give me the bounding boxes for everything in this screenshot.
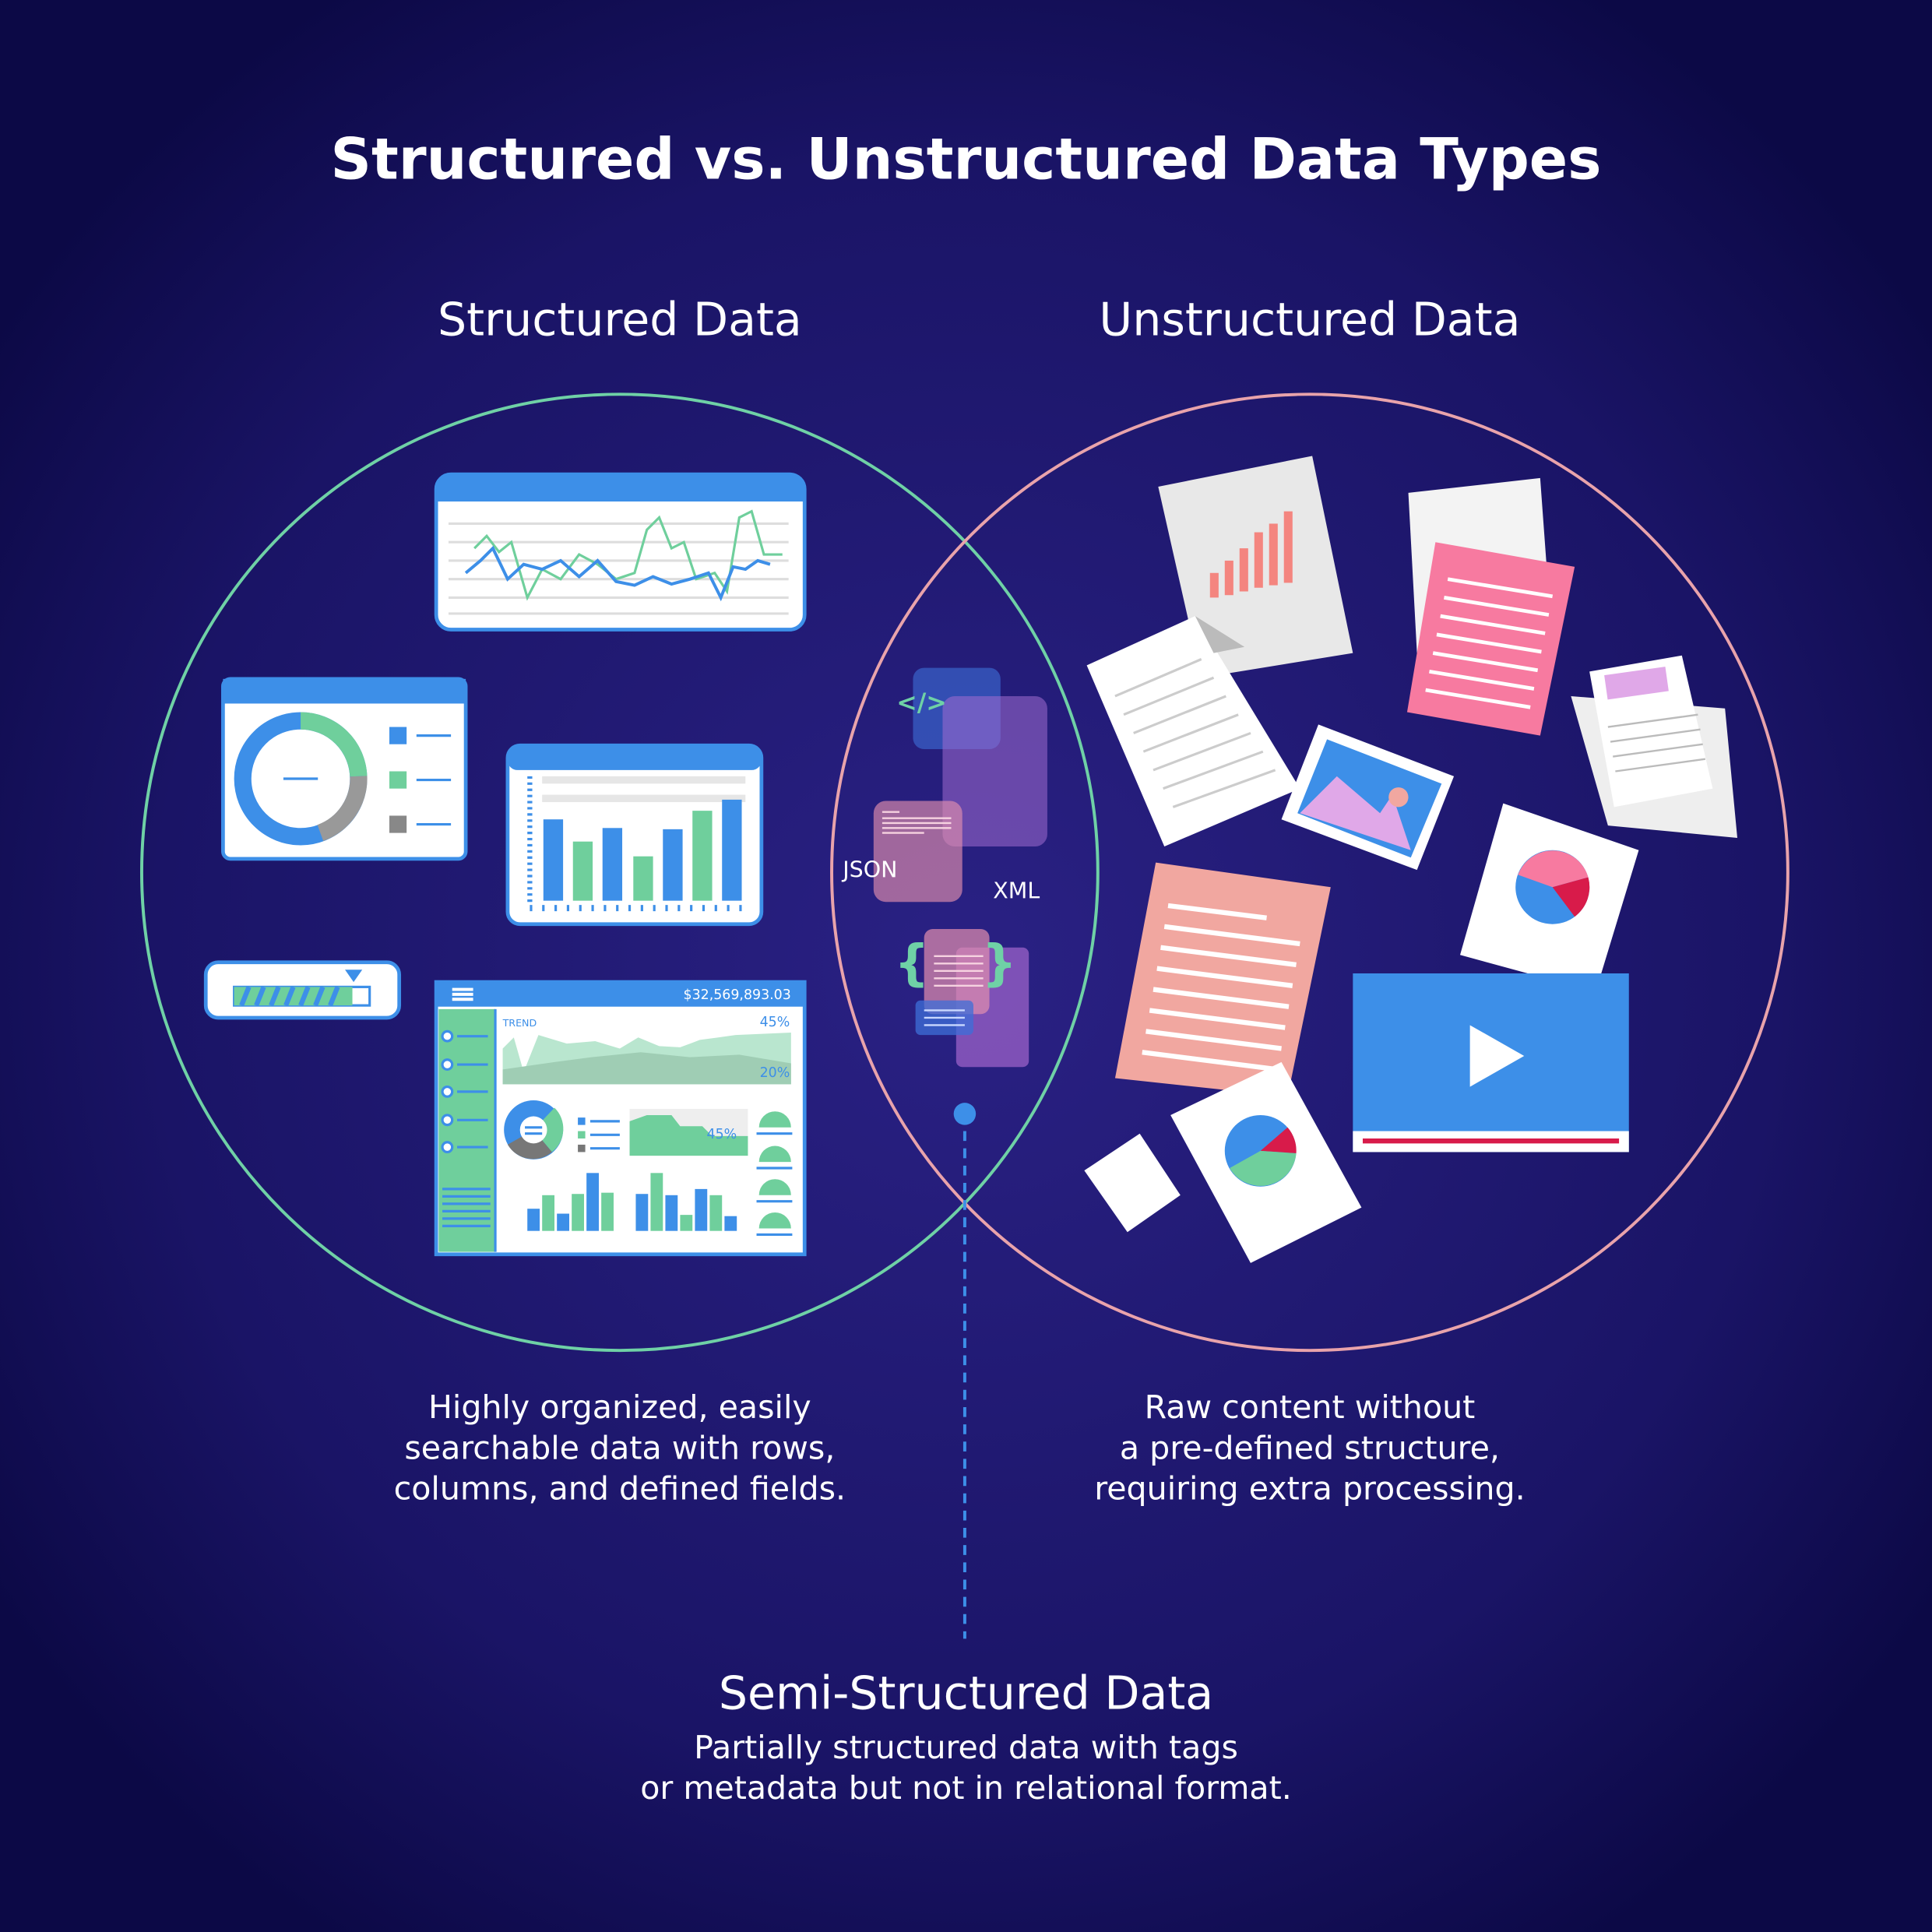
semi-structured-heading: Semi-Structured Data (719, 1667, 1213, 1720)
semi-caption-line: or metadata but not in relational format… (640, 1769, 1292, 1807)
caption-line: Highly organized, easily (428, 1388, 811, 1426)
structured-heading: Structured Data (438, 293, 802, 346)
gauges (758, 1111, 791, 1229)
caption-line: columns, and defined fields. (394, 1470, 846, 1508)
right-brace-icon: } (982, 934, 1017, 991)
line-chart-window-icon (434, 472, 807, 632)
code-tag-icon: </> (896, 689, 947, 717)
caption-line: requiring extra processing. (1094, 1470, 1525, 1508)
dashboard-trend-high: 45% (760, 1015, 790, 1030)
unstructured-circle (830, 392, 1789, 1353)
unstructured-heading: Unstructured Data (1099, 293, 1520, 346)
salmon-document-icon (1114, 862, 1331, 1097)
dashboard-icon: $32,569,893.03 TREND 45% 20% 45% (434, 980, 807, 1257)
dashboard-trend-label: TREND (502, 1017, 537, 1029)
play-icon (1469, 1025, 1525, 1087)
page-title: Structured vs. Unstructured Data Types (331, 126, 1602, 192)
json-label: JSON (841, 857, 897, 883)
video-player-icon (1353, 973, 1629, 1153)
xml-label: XML (993, 878, 1040, 903)
dashboard-trend-low: 20% (760, 1065, 790, 1081)
dashboard-area-pct: 45% (707, 1127, 737, 1142)
left-brace-icon: { (894, 934, 929, 991)
connector-dot (953, 1103, 977, 1125)
small-document-icon (1084, 1133, 1181, 1233)
donut-chart-window-icon (221, 677, 468, 861)
caption-line: searchable data with rows, (404, 1429, 835, 1466)
bar-chart-window-icon (505, 743, 764, 927)
unstructured-icons (1084, 456, 1738, 1263)
semi-structured-icons: </> JSON XML { } (841, 667, 1047, 1068)
structured-circle (139, 392, 1100, 1353)
progress-bar-icon (203, 960, 402, 1020)
caption-line: a pre-defined structure, (1120, 1429, 1500, 1466)
dashboard-amount: $32,569,893.03 (684, 987, 791, 1003)
semi-caption-line: Partially structured data with tags (694, 1729, 1238, 1766)
caption-line: Raw content without (1145, 1388, 1476, 1426)
structured-caption: Highly organized, easily searchable data… (394, 1388, 846, 1507)
unstructured-caption: Raw content without a pre-defined struct… (1094, 1388, 1525, 1507)
